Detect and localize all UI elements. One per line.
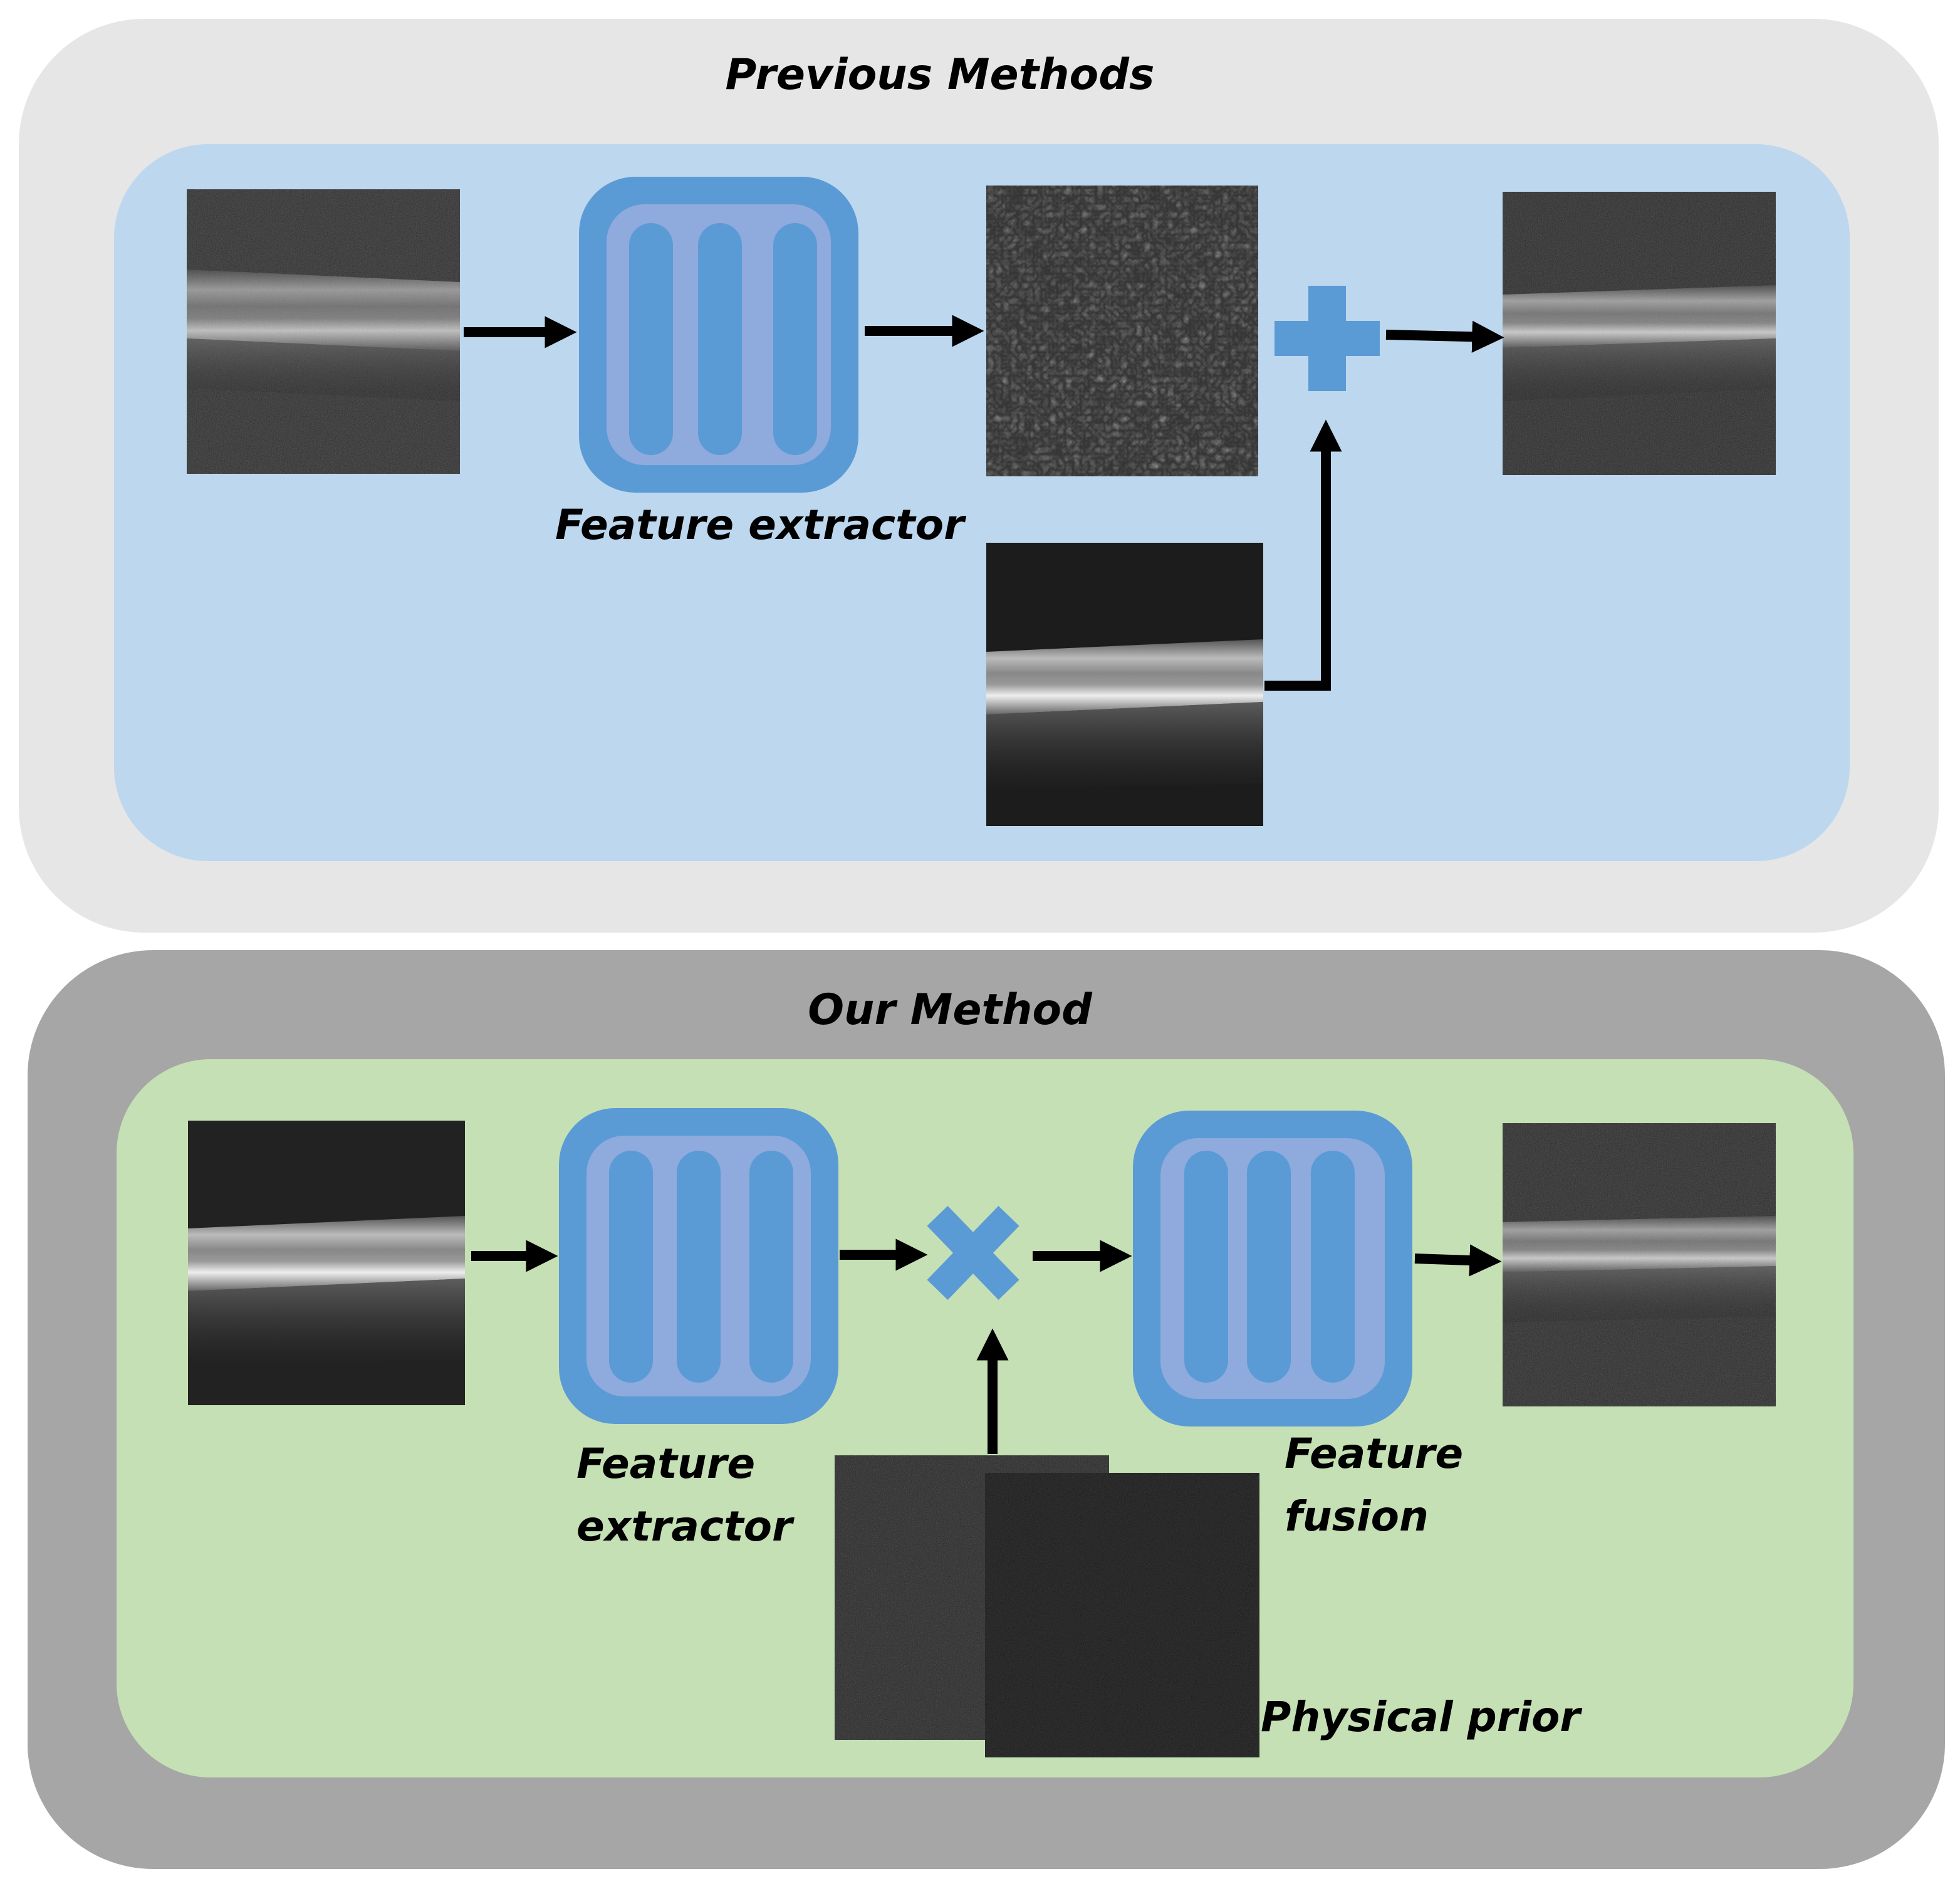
output-image-ours bbox=[1503, 1123, 1776, 1406]
previous-methods-title: Previous Methods bbox=[725, 50, 1155, 100]
noisy-oct-input-image bbox=[187, 189, 460, 474]
feature-extractor-label-line2: extractor bbox=[576, 1502, 793, 1551]
output-image-previous bbox=[1503, 192, 1776, 475]
feature-extractor-label-line1: Feature bbox=[576, 1440, 756, 1488]
plus-icon bbox=[1275, 286, 1380, 391]
feature-fusion-label-line1: Feature bbox=[1285, 1430, 1464, 1478]
physical-prior-label: Physical prior bbox=[1261, 1693, 1580, 1741]
feature-fusion-module bbox=[1133, 1111, 1412, 1426]
oct-input-image-ours bbox=[188, 1121, 465, 1405]
noise-map-image bbox=[986, 186, 1258, 476]
arrow-icon bbox=[471, 1238, 1502, 1454]
our-method-title: Our Method bbox=[808, 985, 1092, 1035]
arrow-icon bbox=[464, 315, 1504, 691]
feature-fusion-label-line2: fusion bbox=[1285, 1492, 1429, 1541]
feature-extractor-module-ours bbox=[559, 1108, 838, 1424]
physical-prior-image-front bbox=[985, 1473, 1259, 1757]
feature-extractor-module bbox=[579, 177, 858, 493]
clean-oct-image bbox=[986, 543, 1263, 826]
multiply-icon bbox=[927, 1206, 1019, 1300]
feature-extractor-label: Feature extractor bbox=[555, 501, 964, 549]
